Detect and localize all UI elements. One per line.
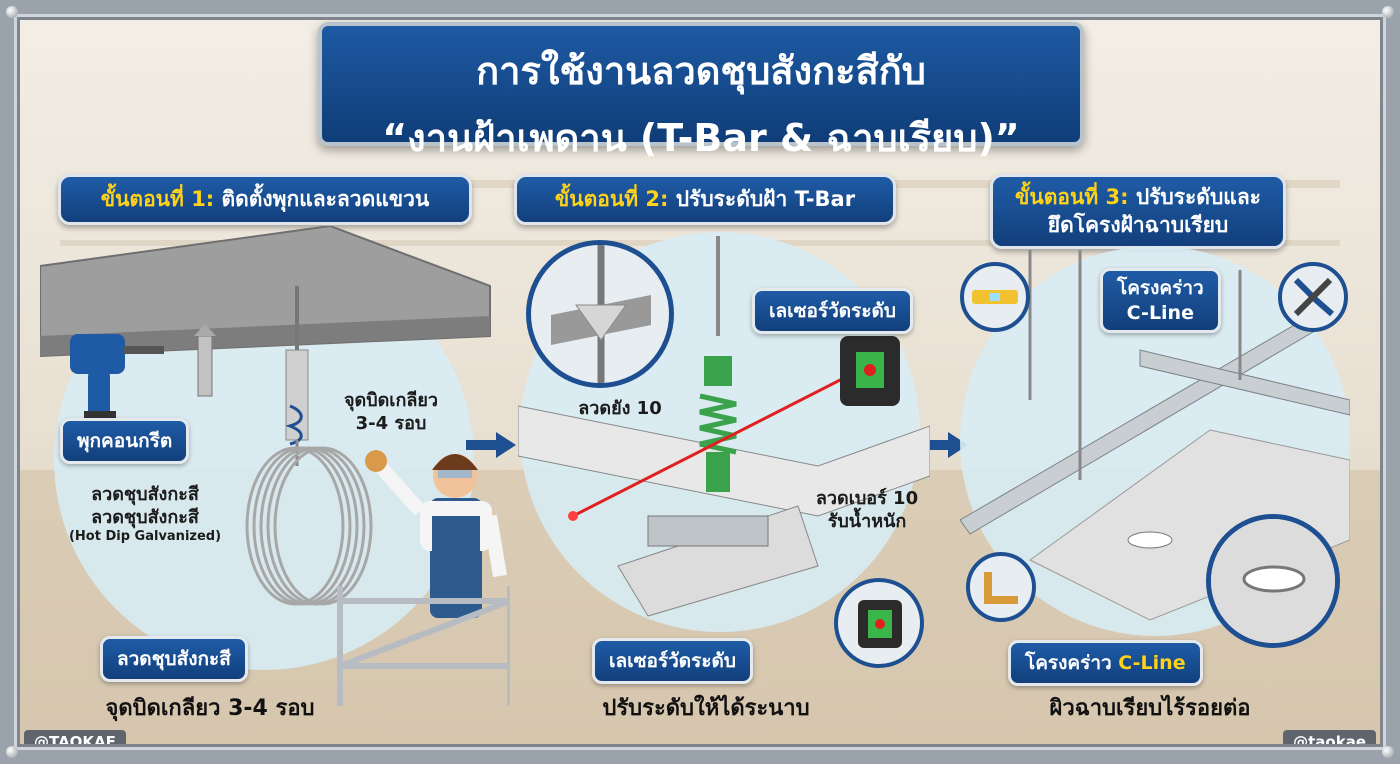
step-3-caption: ผิวฉาบเรียบไร้รอยต่อ: [1049, 696, 1251, 721]
c-line-tag-bottom-prefix: โครงคร่าว: [1025, 652, 1112, 674]
rivet-icon: [6, 746, 18, 758]
t-bar-cross: [647, 515, 769, 547]
step-1-caption: จุดบิดเกลียว 3-4 รอบ: [105, 696, 315, 721]
rivet-icon: [6, 6, 18, 18]
c-line-tag-top-line-2: C-Line: [1126, 301, 1194, 324]
rod-note: ลวดยัง 10: [578, 398, 662, 419]
c-line-rail-2: [1139, 349, 1350, 416]
step-2-prefix: ขั้นตอนที่ 2:: [554, 187, 669, 211]
drill-icon: [70, 334, 164, 427]
brand-left: @TAOKAE: [24, 730, 126, 754]
title-banner: การใช้งานลวดชุบสังกะสีกับ “งานฝ้าเพดาน (…: [318, 22, 1084, 160]
laser-tag-bottom: เลเซอร์วัดระดับ: [592, 638, 753, 684]
step-1-text: ติดตั้งพุกและลวดแขวน: [221, 187, 430, 211]
twist-arrows-icon: [285, 404, 303, 446]
square-ruler-zoom: [966, 552, 1036, 622]
title-line-2: “งานฝ้าเพดาน (T-Bar & ฉาบเรียบ)”: [382, 116, 1020, 160]
step-1-header: ขั้นตอนที่ 1: ติดตั้งพุกและลวดแขวน: [58, 174, 472, 225]
wire-load-note-line-2: รับน้ำหนัก: [827, 510, 907, 532]
step-2-caption: ปรับระดับให้ได้ระนาบ: [602, 696, 810, 721]
c-line-tag-top: โครงคร่าว C-Line: [1100, 268, 1221, 334]
step-3-text-2: ยึดโครงฝ้าฉาบเรียบ: [1047, 213, 1229, 238]
step-3-header: ขั้นตอนที่ 3: ปรับระดับและ ยึดโครงฝ้าฉาบ…: [990, 174, 1286, 249]
laser-device-zoom: [834, 578, 924, 668]
wire-note-line-3: (Hot Dip Galvanized): [68, 529, 222, 544]
wire-note-line-1: ลวดชุบสังกะสี: [91, 484, 199, 505]
c-line-tag-bottom: โครงคร่าว C-Line: [1008, 640, 1203, 686]
wire-note: ลวดชุบสังกะสี ลวดชุบสังกะสี (Hot Dip Gal…: [60, 484, 230, 545]
spirit-level-zoom: [960, 262, 1030, 332]
rivet-icon: [1382, 6, 1394, 18]
laser-beam: [572, 374, 849, 518]
step-3-prefix: ขั้นตอนที่ 3:: [1015, 185, 1129, 209]
step-2-text: ปรับระดับฝ้า T-Bar: [675, 187, 856, 211]
rivet-icon: [1382, 746, 1394, 758]
worker-icon: [365, 450, 507, 618]
title-line-1: การใช้งานลวดชุบสังกะสีกับ: [476, 49, 926, 93]
downlight-zoom: [1206, 514, 1340, 648]
gypsum-board: [1029, 429, 1350, 621]
scaffold-icon: [337, 586, 510, 706]
step-2-illustration: [518, 236, 930, 617]
wire-note-line-2: ลวดชุบสังกะสี: [91, 506, 199, 528]
concrete-anchor-icon: [194, 324, 216, 397]
pliers-zoom: [1278, 262, 1348, 332]
laser-level-icon: [840, 336, 900, 406]
wire-coil-icon: [245, 446, 373, 606]
brand-right: @taokae: [1283, 730, 1376, 754]
step-1-illustration: [40, 226, 510, 706]
step-3-illustration: [960, 250, 1350, 621]
step-3-text: ปรับระดับและ: [1135, 185, 1261, 209]
rod-clip-zoom: [526, 240, 674, 388]
wire-load-note: ลวดเบอร์ 10 รับน้ำหนัก: [802, 488, 932, 533]
step-2-header: ขั้นตอนที่ 2: ปรับระดับฝ้า T-Bar: [514, 174, 896, 225]
spring-adjuster-icon: [699, 356, 737, 492]
wire-load-note-line-1: ลวดเบอร์ 10: [815, 488, 919, 509]
laser-tag-top: เลเซอร์วัดระดับ: [752, 288, 913, 334]
twist-note-line-2: 3-4 รอบ: [355, 412, 427, 434]
downlight: [1127, 531, 1173, 549]
anchor-tag: พุกคอนกรีต: [60, 418, 190, 464]
c-line-tag-top-line-1: โครงคร่าว: [1117, 277, 1204, 299]
twist-note-line-1: จุดบิดเกลียว: [343, 390, 439, 411]
galvanized-wire-tag: ลวดชุบสังกะสี: [100, 636, 248, 682]
step-1-prefix: ขั้นตอนที่ 1:: [100, 187, 215, 211]
c-line-tag-bottom-highlight: C-Line: [1118, 652, 1186, 674]
next-arrow-icon: [466, 432, 516, 458]
twist-note: จุดบิดเกลียว 3-4 รอบ: [316, 390, 466, 435]
next-arrow-icon-2: [918, 432, 968, 458]
